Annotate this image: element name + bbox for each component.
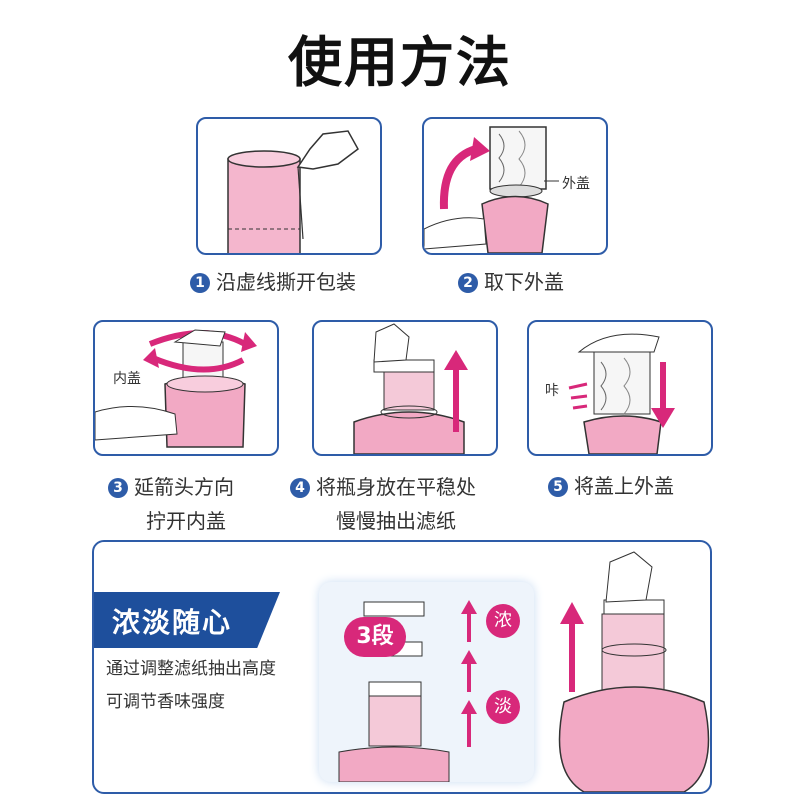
- weak-badge: 淡: [486, 690, 520, 724]
- step1-number: 1: [190, 273, 210, 293]
- strong-badge: 浓: [486, 604, 520, 638]
- step1-illustration: [196, 117, 382, 255]
- step2-illustration: 外盖: [422, 117, 608, 255]
- inner-cap-label: 内盖: [113, 371, 141, 387]
- outer-cap-label: 外盖: [562, 176, 590, 192]
- step5-illustration: 咔: [527, 320, 713, 456]
- page-title: 使用方法: [288, 30, 512, 94]
- step3-number: 3: [108, 478, 128, 498]
- bottle-illustration: [558, 551, 710, 792]
- intensity-desc-1: 通过调整滤纸抽出高度: [106, 659, 276, 679]
- step2-number: 2: [458, 273, 478, 293]
- step5-number: 5: [548, 477, 568, 497]
- intensity-desc-2: 可调节香味强度: [106, 692, 225, 712]
- step4-number: 4: [290, 478, 310, 498]
- step4-illustration: [312, 320, 498, 456]
- intensity-section: 浓淡随心 通过调整滤纸抽出高度 可调节香味强度 3段 浓 淡: [92, 540, 712, 794]
- step3-illustration: 内盖: [93, 320, 279, 456]
- three-levels-badge: 3段: [344, 617, 406, 657]
- levels-bubble: [319, 582, 534, 782]
- intensity-tag: 浓淡随心: [94, 592, 280, 648]
- click-sound-label: 咔: [545, 383, 559, 399]
